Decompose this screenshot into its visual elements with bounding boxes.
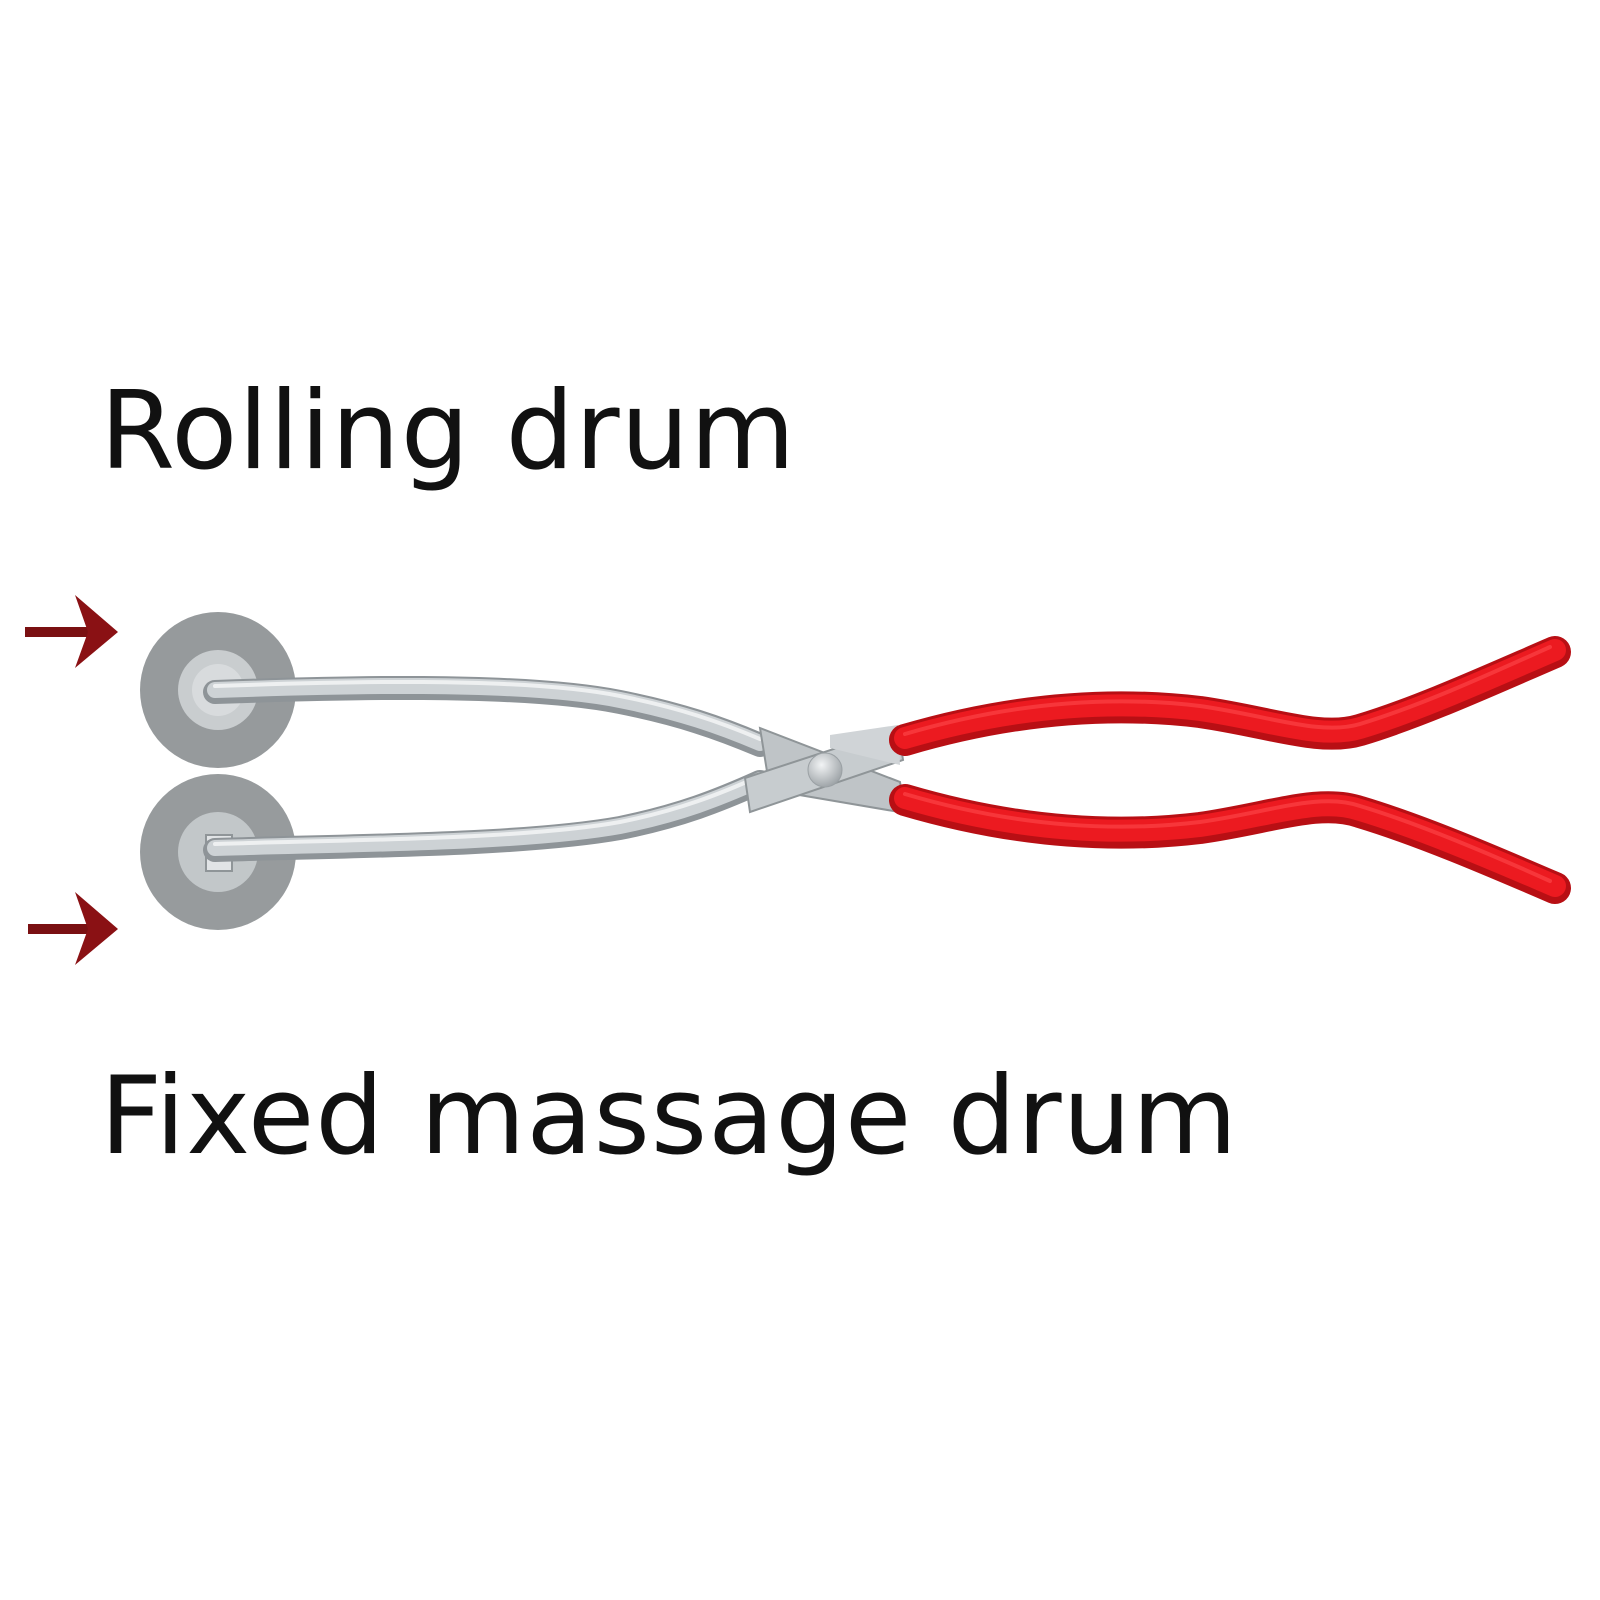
arrow-right-icon	[25, 595, 118, 668]
arrow-right-icon	[28, 892, 118, 965]
hinge	[743, 725, 907, 815]
rolling-drum-label: Rolling drum	[100, 369, 797, 494]
fixed-massage-drum-label: Fixed massage drum	[100, 1054, 1239, 1179]
